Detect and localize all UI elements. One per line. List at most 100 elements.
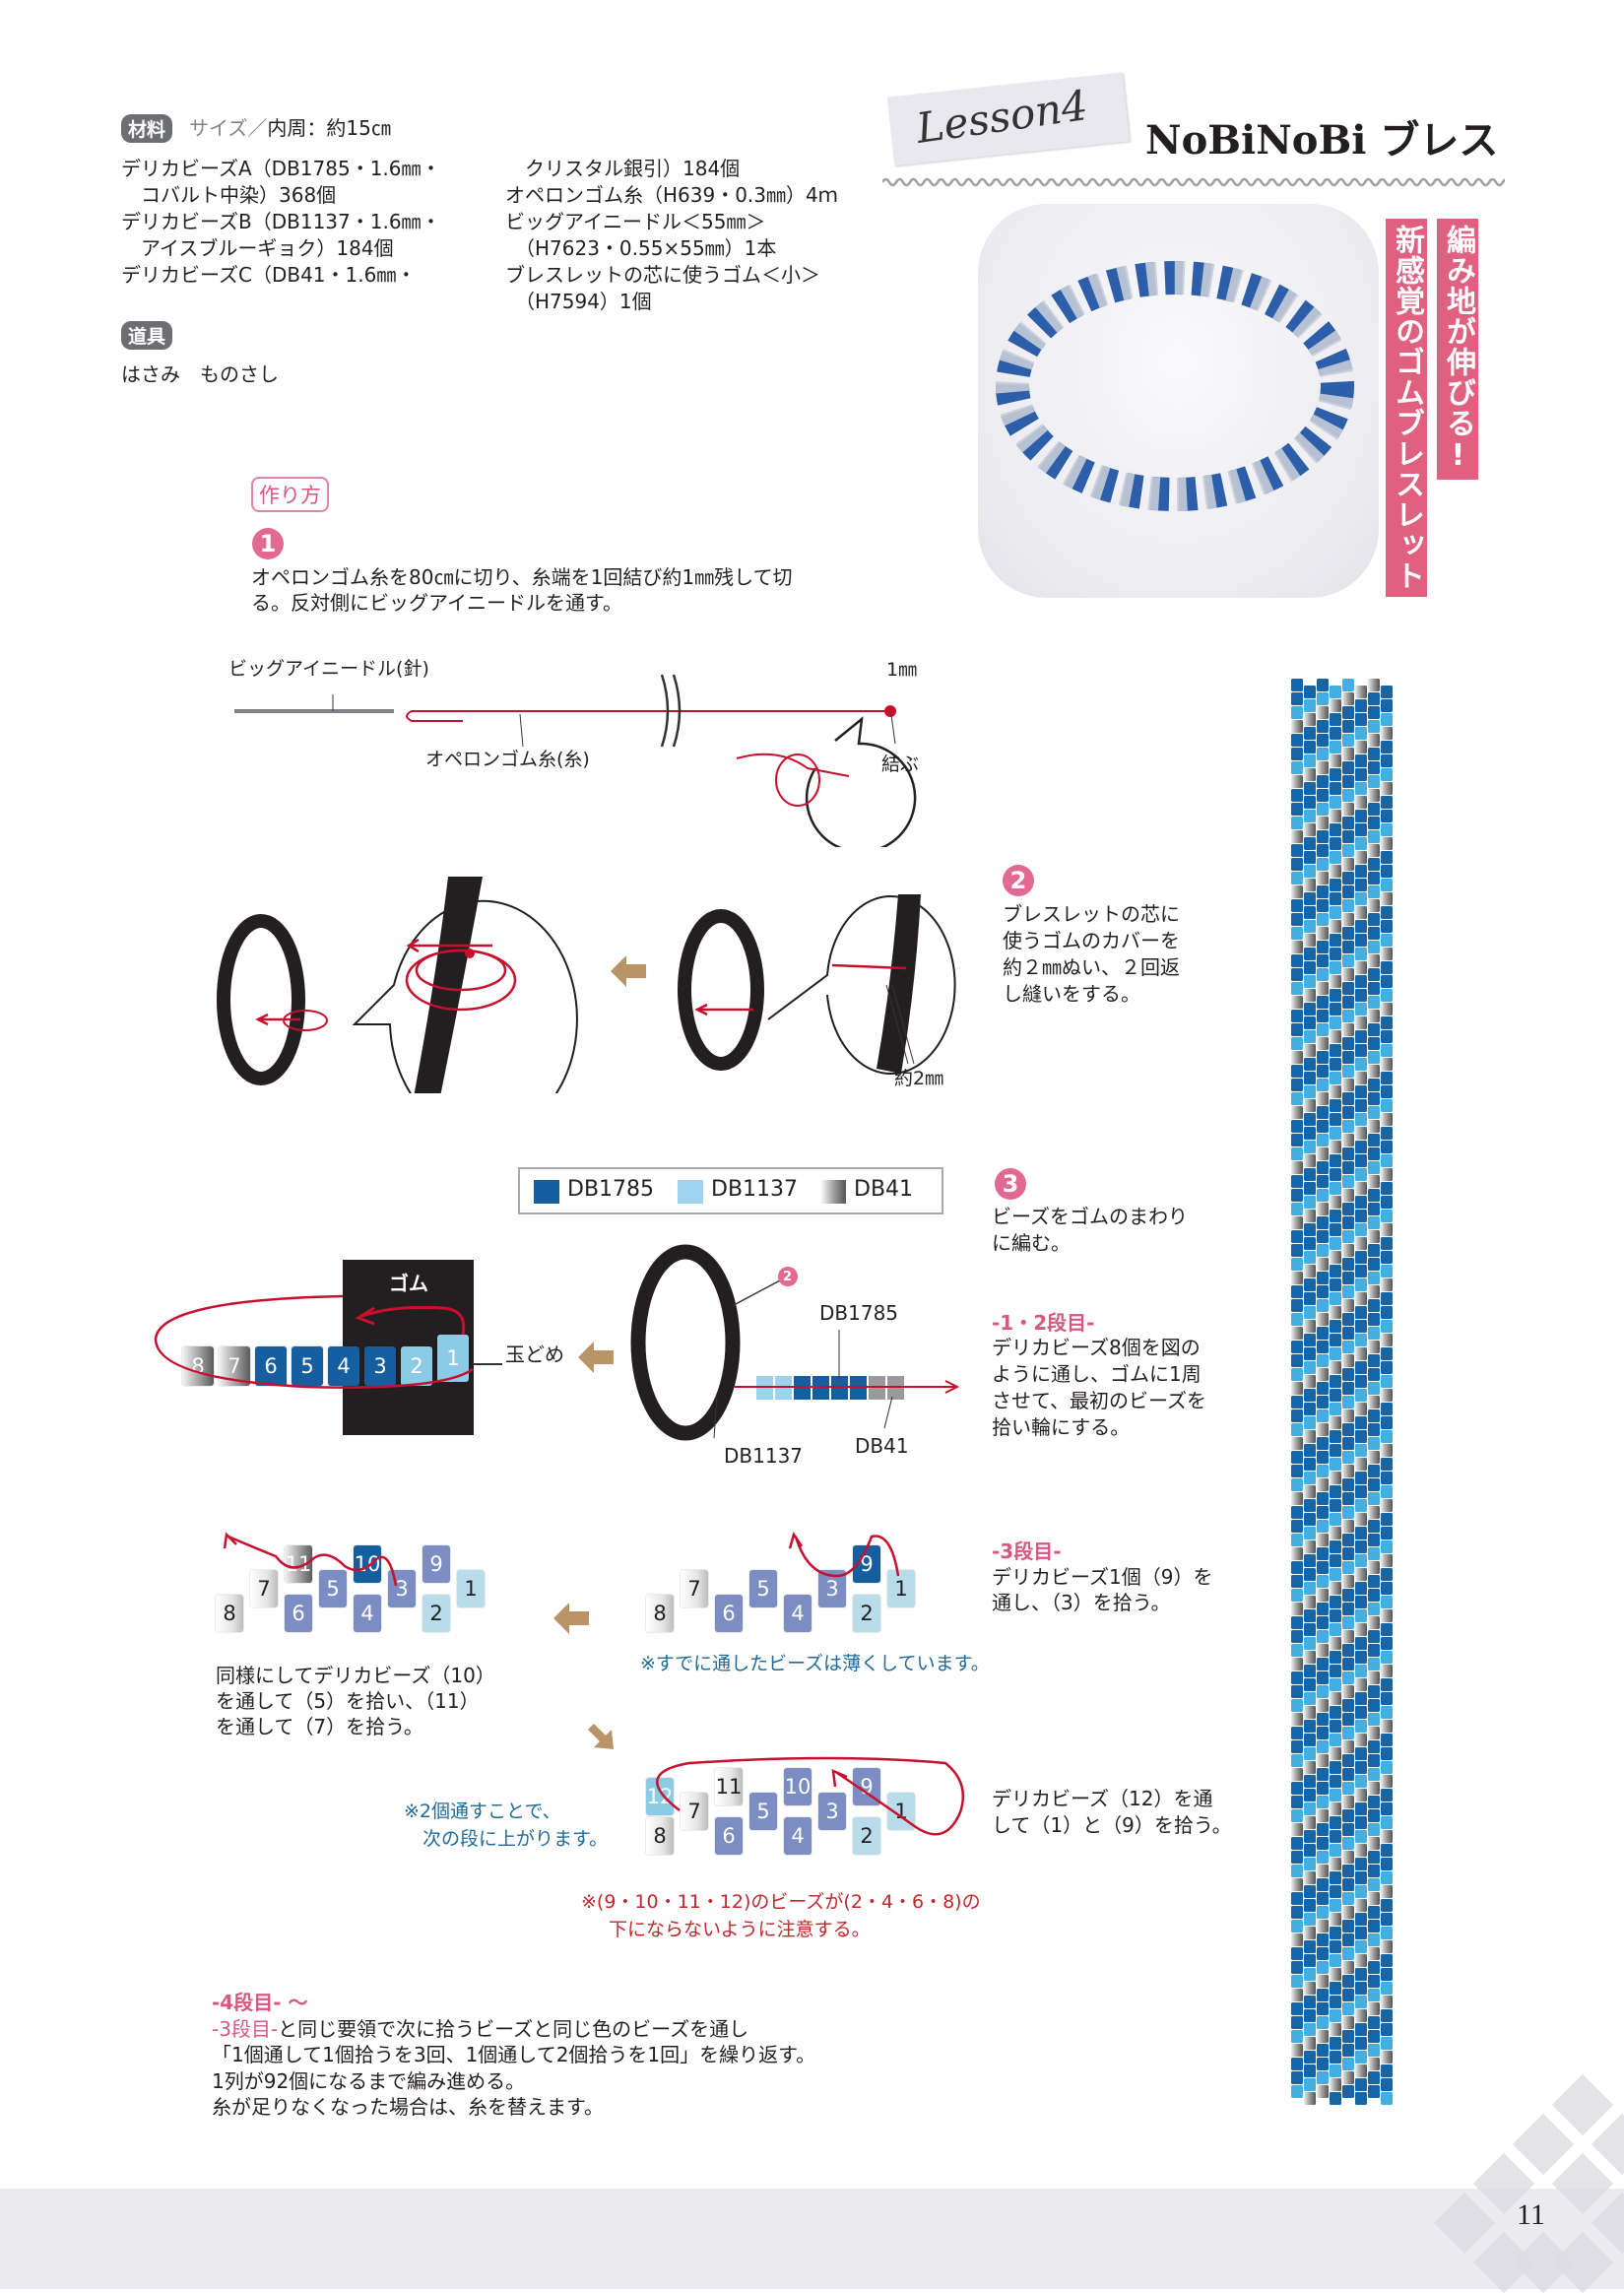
- pattern-bead: [1330, 906, 1341, 919]
- up-note-line: 次の段に上がります。: [404, 1828, 609, 1850]
- pattern-bead: [1342, 734, 1354, 747]
- bead-2: 2: [401, 1346, 432, 1386]
- pattern-bead: [1355, 1389, 1367, 1402]
- pattern-bead: [1317, 817, 1329, 829]
- bead12-line: デリカビーズ（12）を通: [992, 1787, 1213, 1810]
- step1-line: る。反対側にビッグアイニードルを通す。: [251, 591, 622, 615]
- pattern-bead: [1304, 1858, 1316, 1870]
- pattern-bead: [1317, 2030, 1329, 2043]
- pattern-bead: [1291, 1161, 1303, 1174]
- pattern-bead: [1368, 1341, 1380, 1353]
- pattern-bead: [1342, 1671, 1354, 1684]
- pattern-bead: [1317, 872, 1329, 884]
- step1-diagram: [234, 674, 917, 847]
- pattern-bead: [1330, 1210, 1341, 1222]
- arrow-left-icon: [578, 1342, 614, 1373]
- pattern-bead: [1317, 734, 1329, 747]
- pattern-bead: [1317, 1878, 1329, 1891]
- pattern-bead: [1342, 775, 1354, 788]
- material-line: ビッグアイニードル＜55㎜＞: [505, 210, 766, 233]
- pattern-bead: [1381, 1485, 1393, 1498]
- pattern-bead: [1355, 1278, 1367, 1291]
- pattern-bead: [1291, 1961, 1303, 1974]
- pattern-bead: [1330, 699, 1341, 712]
- pattern-bead: [1317, 1630, 1329, 1643]
- pattern-bead: [1381, 1802, 1393, 1815]
- pattern-bead: [1330, 741, 1341, 753]
- pattern-bead: [1355, 1182, 1367, 1195]
- pattern-bead: [1304, 1347, 1316, 1360]
- pattern-bead: [1304, 1651, 1316, 1664]
- pattern-bead: [1304, 810, 1316, 822]
- pattern-bead: [1330, 1182, 1341, 1195]
- pattern-bead: [1342, 1092, 1354, 1105]
- pattern-bead: [1342, 789, 1354, 802]
- materials-right: クリスタル銀引）184個 オペロンゴム糸（H639・0.3㎜）4ｍ ビッグアイニ…: [505, 156, 838, 315]
- pattern-bead: [1381, 754, 1393, 767]
- pattern-bead: [1291, 996, 1303, 1009]
- pattern-bead: [1381, 1113, 1393, 1126]
- pattern-bead: [1368, 1796, 1380, 1808]
- pattern-bead: [1304, 989, 1316, 1002]
- pattern-bead: [1304, 1816, 1316, 1829]
- pattern-bead: [1291, 1065, 1303, 1078]
- pattern-bead: [1330, 810, 1341, 822]
- pattern-bead: [1317, 1106, 1329, 1119]
- pattern-bead: [1330, 1361, 1341, 1374]
- pattern-bead: [1381, 1996, 1393, 2008]
- pattern-bead: [1304, 2078, 1316, 2091]
- pattern-bead: [1291, 1492, 1303, 1505]
- pattern-bead: [1355, 1168, 1367, 1181]
- bead-4: 4: [328, 1346, 359, 1386]
- bead12-line: して（1）と（9）を拾う。: [992, 1813, 1232, 1837]
- pattern-bead: [1304, 796, 1316, 809]
- pattern-bead: [1304, 1072, 1316, 1084]
- pattern-bead: [1368, 1023, 1380, 1036]
- pattern-bead: [1304, 865, 1316, 878]
- pattern-bead: [1355, 879, 1367, 891]
- pattern-bead: [1342, 1396, 1354, 1409]
- pattern-bead: [1342, 1823, 1354, 1836]
- pattern-bead: [1342, 720, 1354, 733]
- bead-8: 8: [646, 1817, 674, 1855]
- pattern-bead: [1355, 1899, 1367, 1912]
- pattern-bead: [1342, 1147, 1354, 1160]
- pattern-bead: [1355, 810, 1367, 822]
- pattern-bead: [1304, 1416, 1316, 1429]
- pattern-bead: [1342, 1561, 1354, 1574]
- pattern-bead: [1304, 1789, 1316, 1802]
- pattern-bead: [1291, 2044, 1303, 2057]
- pattern-bead: [1317, 1671, 1329, 1684]
- pattern-bead: [1355, 2037, 1367, 2050]
- pattern-bead: [1368, 1175, 1380, 1188]
- pattern-bead: [1381, 1871, 1393, 1884]
- pattern-bead: [1330, 1871, 1341, 1884]
- pattern-bead: [1342, 1506, 1354, 1519]
- pattern-bead: [1368, 1189, 1380, 1202]
- pattern-bead: [1330, 1734, 1341, 1746]
- pattern-bead: [1291, 1134, 1303, 1146]
- db41-label: DB41: [855, 1434, 909, 1458]
- pattern-bead: [1355, 2078, 1367, 2091]
- pattern-bead: [1304, 1513, 1316, 1526]
- pattern-bead: [1291, 1230, 1303, 1243]
- pattern-bead: [1291, 1023, 1303, 1036]
- pattern-bead: [1291, 1603, 1303, 1615]
- pattern-bead: [1317, 899, 1329, 912]
- pattern-bead: [1330, 1278, 1341, 1291]
- pattern-bead: [1317, 1727, 1329, 1739]
- pattern-bead: [1381, 1816, 1393, 1829]
- pattern-bead: [1330, 851, 1341, 864]
- pattern-bead: [1317, 1575, 1329, 1588]
- pattern-bead: [1330, 1720, 1341, 1733]
- pattern-bead: [1381, 1403, 1393, 1415]
- pattern-bead: [1291, 761, 1303, 774]
- pattern-bead: [1330, 823, 1341, 836]
- pattern-bead: [1381, 1665, 1393, 1677]
- row12-line: 拾い輪にする。: [992, 1415, 1131, 1439]
- pattern-bead: [1381, 1844, 1393, 1857]
- pattern-bead: [1355, 1720, 1367, 1733]
- pattern-bead: [1342, 706, 1354, 719]
- pattern-bead: [1355, 865, 1367, 878]
- pattern-bead: [1291, 1010, 1303, 1022]
